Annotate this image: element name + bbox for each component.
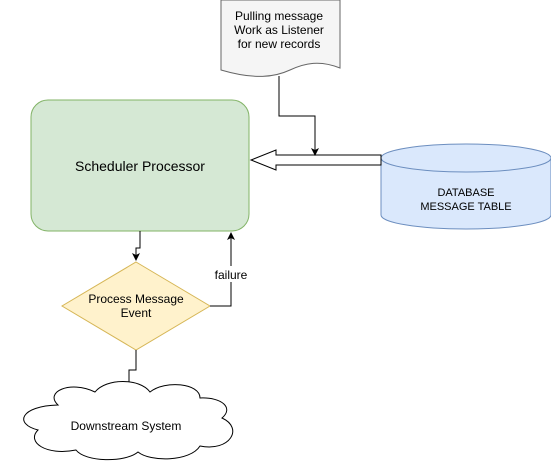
scheduler-label: Scheduler Processor bbox=[75, 158, 205, 174]
listener-note[interactable]: Pulling message Work as Listener for new… bbox=[220, 0, 341, 77]
database-node[interactable]: DATABASE MESSAGE TABLE bbox=[380, 143, 551, 230]
note-line-3: for new records bbox=[238, 37, 321, 51]
cloud-label: Downstream System bbox=[71, 419, 182, 433]
db-to-scheduler-arrow bbox=[249, 149, 382, 171]
cloud-shape bbox=[23, 381, 234, 461]
scheduler-to-decision-edge bbox=[132, 231, 141, 261]
downstream-system-cloud[interactable]: Downstream System bbox=[23, 381, 234, 461]
note-shape bbox=[220, 0, 341, 77]
decision-line-1: Process Message bbox=[88, 292, 184, 306]
database-line-2: MESSAGE TABLE bbox=[420, 201, 511, 213]
failure-label-bg bbox=[213, 266, 249, 282]
decision-to-downstream-edge bbox=[125, 350, 137, 390]
failure-edge: failure bbox=[210, 232, 249, 307]
process-message-decision[interactable]: Process Message Event bbox=[61, 261, 211, 351]
database-body bbox=[380, 158, 551, 230]
scheduler-processor-node[interactable]: Scheduler Processor bbox=[30, 99, 250, 232]
note-to-flow-edge bbox=[278, 76, 319, 156]
decision-line-2: Event bbox=[121, 306, 152, 320]
database-line-1: DATABASE bbox=[437, 187, 494, 199]
database-top bbox=[380, 143, 551, 173]
failure-label: failure bbox=[215, 268, 248, 282]
note-line-2: Work as Listener bbox=[234, 23, 324, 37]
note-line-1: Pulling message bbox=[235, 9, 323, 23]
